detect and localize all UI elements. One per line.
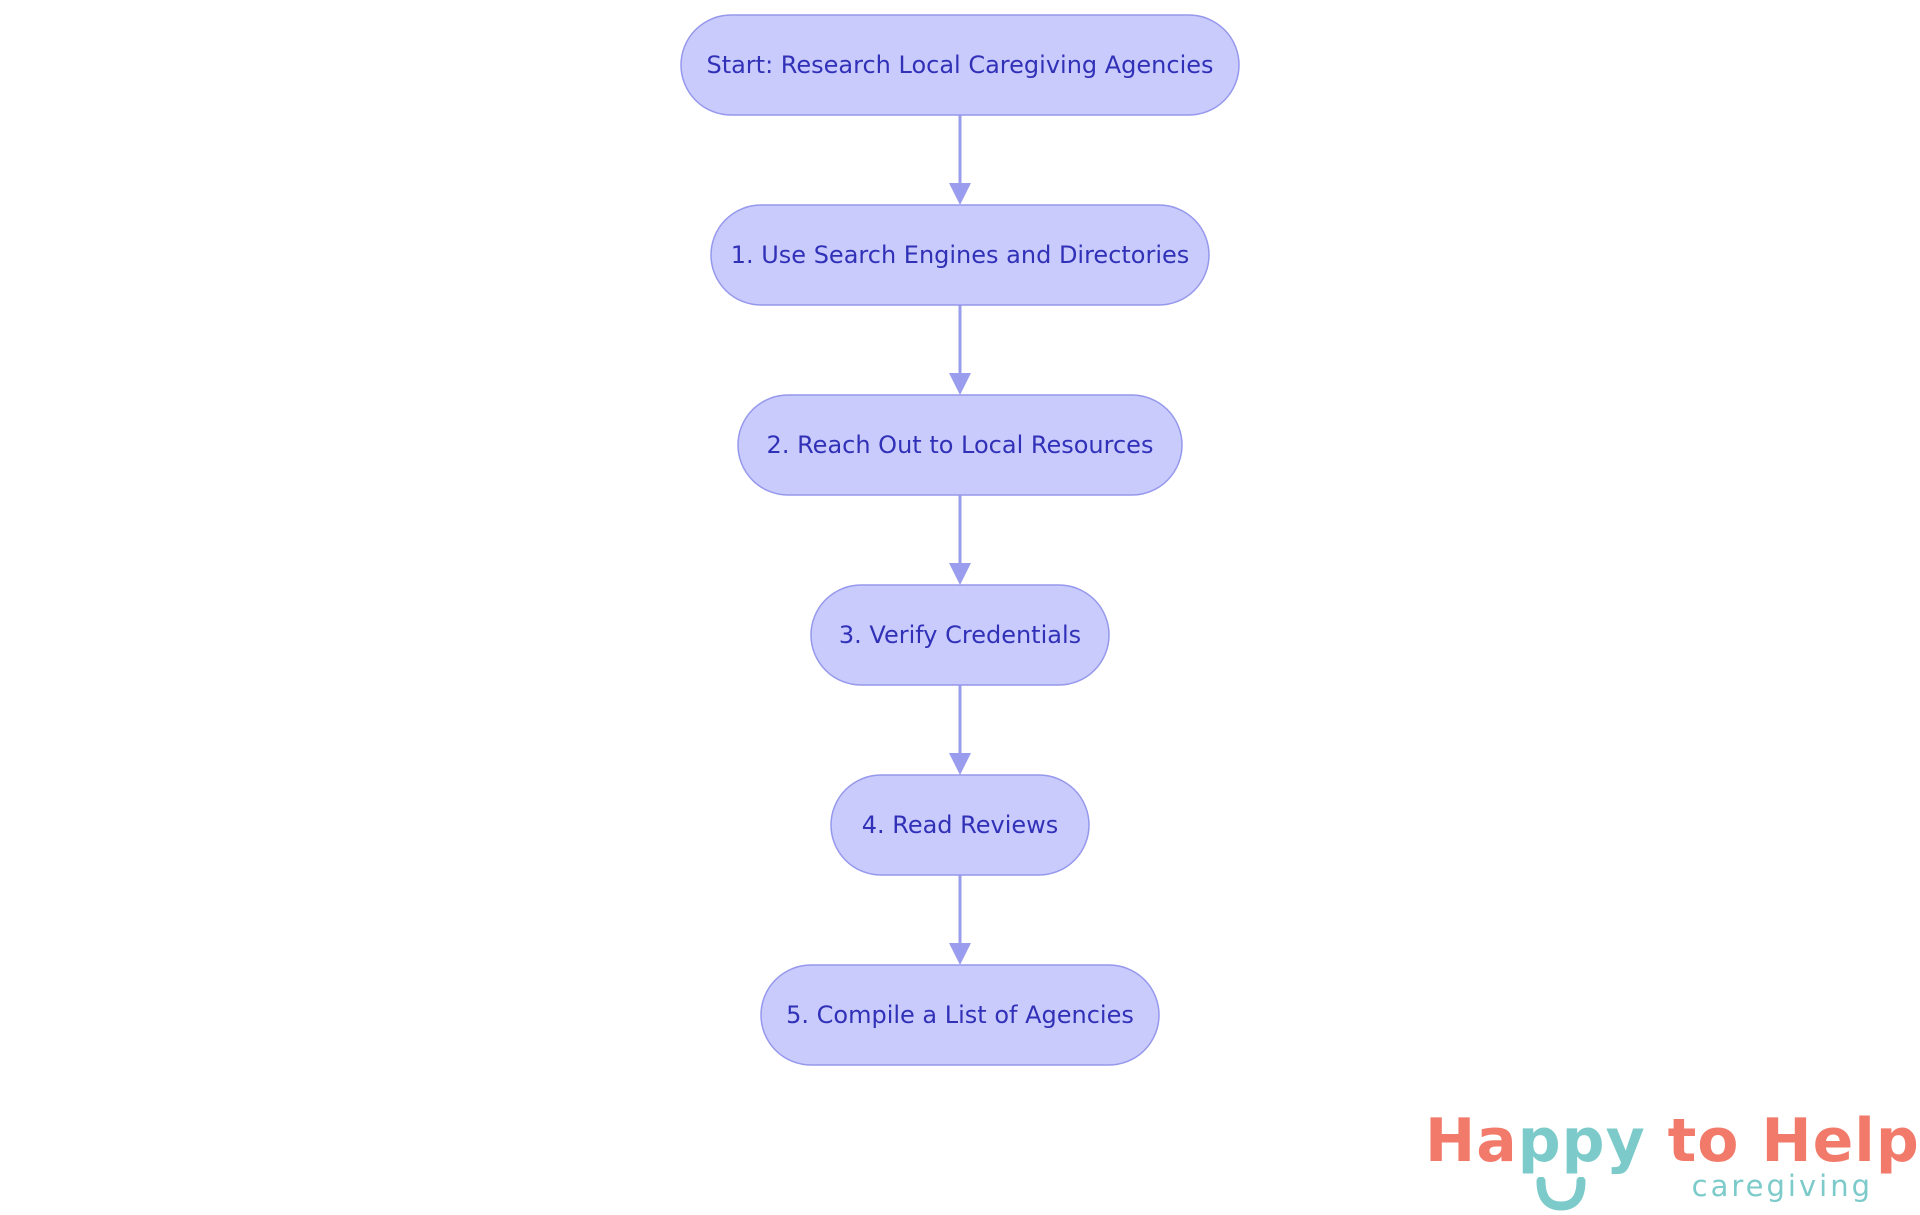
logo-word-part: to Help xyxy=(1645,1106,1920,1176)
flow-node-shape xyxy=(760,964,1160,1066)
flow-node-shape xyxy=(737,394,1183,496)
flow-node-shape xyxy=(710,204,1210,306)
flow-node-shape xyxy=(680,14,1240,116)
flow-node-label: 1. Use Search Engines and Directories xyxy=(731,241,1190,269)
logo-subtitle: caregiving xyxy=(1691,1169,1873,1203)
flow-edge-step1-to-step2 xyxy=(949,305,971,395)
smile-icon xyxy=(1536,1177,1586,1211)
flow-node-label: 2. Reach Out to Local Resources xyxy=(767,431,1154,459)
flow-edge-step2-to-step3 xyxy=(949,495,971,585)
flow-edge-start-to-step1 xyxy=(949,115,971,205)
flow-node-step5: 5. Compile a List of Agencies xyxy=(760,964,1160,1066)
arrowhead-icon xyxy=(949,943,971,965)
happy-to-help-logo: Happy to Help caregiving xyxy=(1425,1105,1919,1215)
arrowhead-icon xyxy=(949,373,971,395)
flow-node-label: 3. Verify Credentials xyxy=(839,621,1081,649)
flow-node-shape xyxy=(810,584,1110,686)
arrowhead-icon xyxy=(949,563,971,585)
flow-node-label: 5. Compile a List of Agencies xyxy=(786,1001,1134,1029)
flow-node-step4: 4. Read Reviews xyxy=(830,774,1090,876)
logo-wordmark: Happy to Help xyxy=(1425,1105,1920,1177)
flow-node-step3: 3. Verify Credentials xyxy=(810,584,1110,686)
flow-edge-step4-to-step5 xyxy=(949,875,971,965)
arrowhead-icon xyxy=(949,183,971,205)
flow-node-start: Start: Research Local Caregiving Agencie… xyxy=(680,14,1240,116)
flowchart-nodes: Start: Research Local Caregiving Agencie… xyxy=(680,14,1240,1066)
logo-word-part: Ha xyxy=(1425,1106,1518,1176)
flow-edge-step3-to-step4 xyxy=(949,685,971,775)
flow-node-step1: 1. Use Search Engines and Directories xyxy=(710,204,1210,306)
flow-node-label: 4. Read Reviews xyxy=(862,811,1059,839)
logo-word-part: ppy xyxy=(1517,1106,1646,1176)
flowchart-edges xyxy=(949,115,971,965)
flow-node-shape xyxy=(830,774,1090,876)
flow-node-label: Start: Research Local Caregiving Agencie… xyxy=(706,51,1213,79)
arrowhead-icon xyxy=(949,753,971,775)
flow-node-step2: 2. Reach Out to Local Resources xyxy=(737,394,1183,496)
